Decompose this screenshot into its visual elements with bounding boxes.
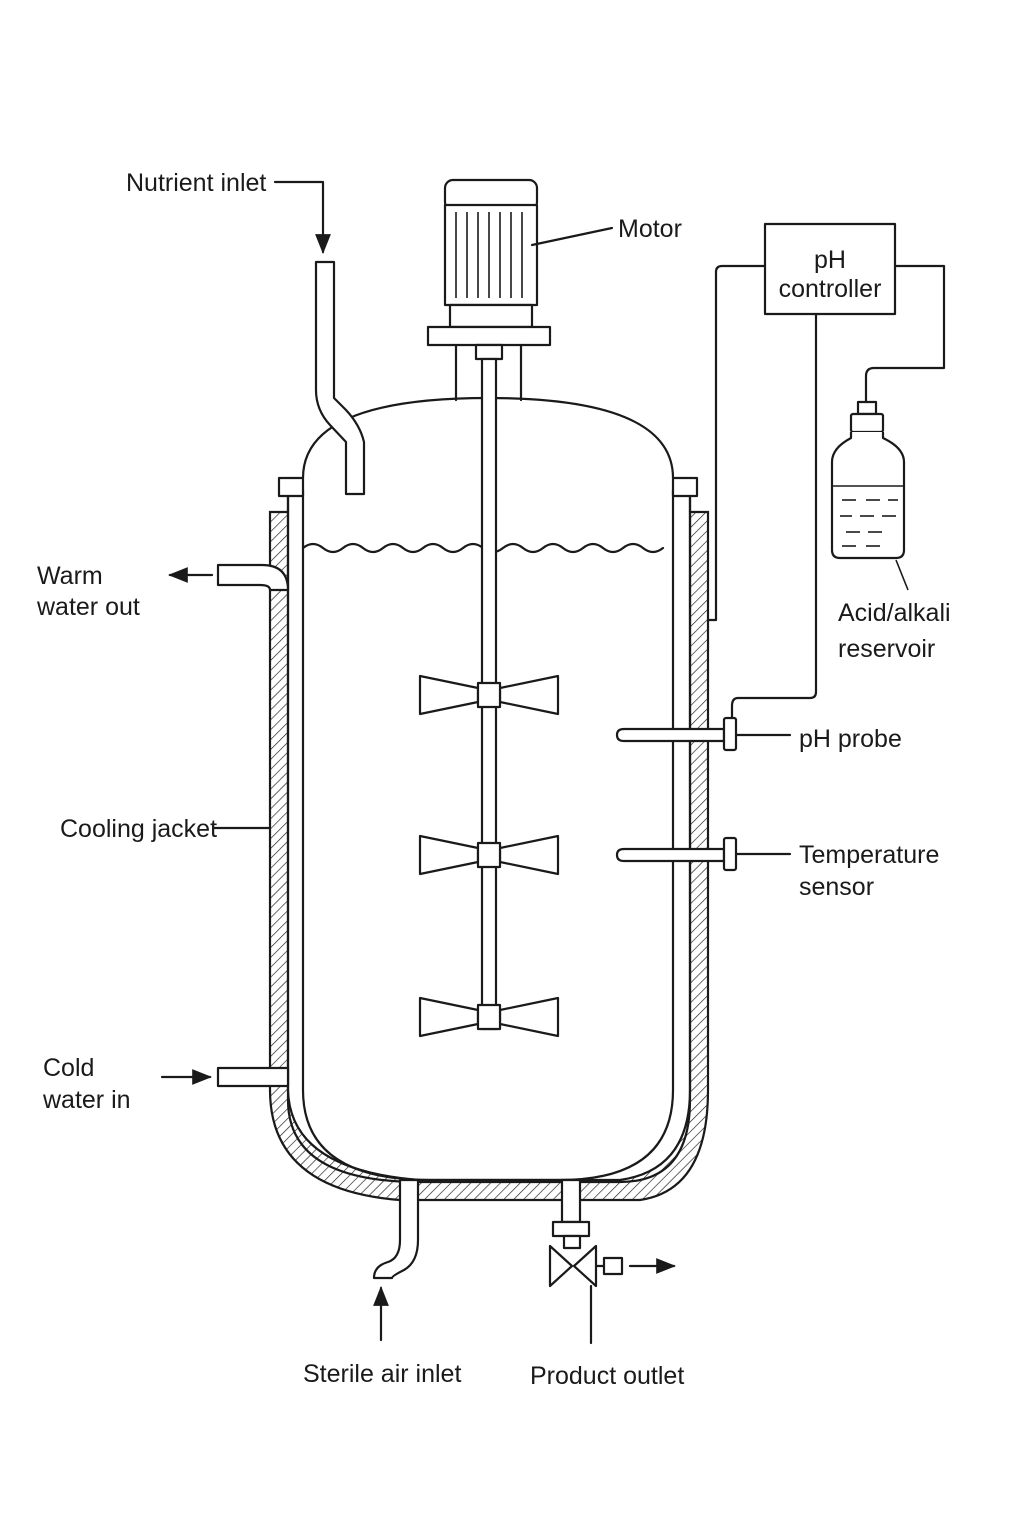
product-outlet-label: Product outlet [530,1362,684,1390]
temperature-sensor-label-line2: sensor [799,873,874,901]
temperature-sensor-label-line1: Temperature [799,841,939,869]
warm-water-label-line2: water out [36,593,140,621]
impeller-middle [418,834,560,876]
cooling-jacket [268,510,710,1202]
controller-wiring [706,264,946,720]
warm-water-label-line1: Warm [37,562,103,590]
motor-label: Motor [618,215,682,243]
fermenter-vessel [277,396,699,1184]
sterile-air-inlet-pipe [372,1178,420,1280]
motor [426,178,552,402]
ph-probe [615,716,792,752]
outlet-valve-icon [548,1244,624,1345]
nutrient-inlet-arrow-icon [273,180,331,254]
cold-water-label-line2: water in [42,1086,131,1114]
impeller-lower [418,996,560,1038]
nutrient-inlet-pipe [314,260,366,496]
ph-controller-label-line1: pH [814,246,846,274]
ph-probe-label: pH probe [799,725,902,753]
acid-alkali-label-line1: Acid/alkali [838,599,951,627]
product-outlet-pipe [551,1178,591,1250]
cooling-jacket-label: Cooling jacket [60,815,217,843]
ph-controller [763,222,897,316]
ph-controller-label-line2: controller [779,275,882,303]
cold-water-inlet-pipe [216,1066,290,1088]
temperature-sensor [615,836,792,872]
acid-alkali-label-line2: reservoir [838,635,935,663]
cold-water-label-line1: Cold [43,1054,94,1082]
nutrient-inlet-label: Nutrient inlet [126,169,266,197]
sterile-air-inlet-label: Sterile air inlet [303,1360,461,1388]
impeller-upper [418,674,560,716]
acid-alkali-reservoir [830,400,909,591]
motor-leader-line [530,226,614,247]
warm-water-outlet-pipe [216,563,290,592]
